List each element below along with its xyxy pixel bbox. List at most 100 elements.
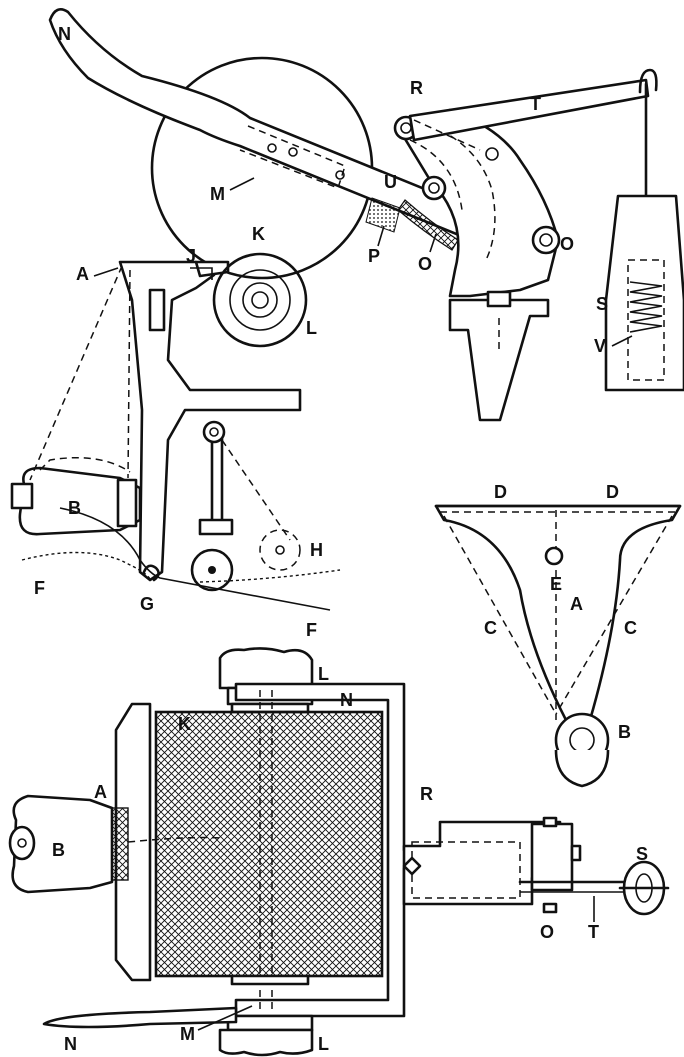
label-e: E bbox=[550, 574, 562, 594]
label-c-right: C bbox=[624, 618, 637, 638]
dashed-guide-2 bbox=[127, 269, 131, 479]
label-s-top: S bbox=[596, 294, 608, 314]
bracket-stud-inner bbox=[428, 182, 440, 194]
lever-n-dashed-plate bbox=[239, 125, 346, 189]
plan-block-side bbox=[570, 844, 582, 862]
label-j: J bbox=[186, 246, 196, 266]
label-n-plan-bottom: N bbox=[64, 1034, 77, 1054]
label-r-top: R bbox=[410, 78, 423, 98]
guide-wheel-hub bbox=[208, 566, 216, 574]
plan-bobbin-end bbox=[8, 825, 36, 861]
label-h: H bbox=[310, 540, 323, 560]
leader-a-top bbox=[93, 267, 119, 277]
label-l-top: L bbox=[306, 318, 317, 338]
thread-c-right bbox=[555, 515, 673, 715]
label-o-top-2: O bbox=[560, 234, 574, 254]
end-view bbox=[434, 504, 682, 788]
roller-l-outer bbox=[212, 252, 308, 348]
plan-bobbin-windings bbox=[111, 807, 129, 881]
guide-pivot-inner bbox=[209, 427, 219, 437]
guide-pivot bbox=[202, 420, 226, 444]
spring-v bbox=[629, 281, 663, 333]
plan-bracket-dashed bbox=[411, 841, 521, 899]
weight-s bbox=[604, 194, 684, 392]
label-t-plan: T bbox=[588, 922, 599, 942]
label-l-plan-bottom: L bbox=[318, 1034, 329, 1054]
label-k-plan: K bbox=[178, 714, 191, 734]
label-a-end: A bbox=[570, 594, 583, 614]
bracket-hole bbox=[485, 147, 499, 161]
side-elevation-view bbox=[10, 8, 684, 611]
label-t-top: T bbox=[530, 94, 541, 114]
label-v: V bbox=[594, 336, 606, 356]
end-frame-a bbox=[434, 504, 682, 722]
label-p: P bbox=[368, 246, 380, 266]
leader-m-plan bbox=[197, 1005, 253, 1031]
label-b-plan: B bbox=[52, 840, 65, 860]
plan-diamond bbox=[402, 856, 422, 876]
roller-l-core bbox=[251, 291, 269, 309]
bracket-nut bbox=[486, 290, 512, 308]
leader-m-top bbox=[229, 177, 255, 191]
bobbin-flange bbox=[116, 478, 138, 528]
plan-roller-l-bottom bbox=[218, 1028, 314, 1057]
label-s-plan: S bbox=[636, 844, 648, 864]
thread-f bbox=[59, 507, 331, 611]
leader-o-1 bbox=[429, 233, 437, 253]
brake-shoe-u bbox=[397, 199, 459, 251]
end-hole-e bbox=[544, 546, 564, 566]
roller-l-mid bbox=[229, 269, 291, 331]
label-g: G bbox=[140, 594, 154, 614]
dashed-arm-h bbox=[221, 439, 291, 541]
label-c-left: C bbox=[484, 618, 497, 638]
roller-l-inner bbox=[242, 282, 278, 318]
plan-thread-dashed bbox=[127, 836, 223, 843]
bracket-base bbox=[448, 298, 550, 422]
thread-c-left bbox=[443, 515, 557, 715]
pivot-o-inner bbox=[539, 233, 553, 247]
plan-roller-neck-bottom bbox=[226, 1014, 314, 1032]
guide-slider bbox=[198, 518, 234, 536]
clip-j-2 bbox=[190, 267, 213, 280]
label-o-top-1: O bbox=[418, 254, 432, 274]
dashed-guide-1 bbox=[29, 265, 123, 481]
guide-arm bbox=[210, 430, 224, 522]
brake-block-p bbox=[365, 197, 401, 233]
plan-block-o bbox=[530, 822, 574, 892]
label-m-plan: M bbox=[180, 1024, 195, 1044]
bracket-stud bbox=[421, 175, 447, 201]
label-o-plan: O bbox=[540, 922, 554, 942]
bracket-o-inner-dashed bbox=[439, 129, 496, 261]
label-l-plan-top: L bbox=[318, 664, 329, 684]
plan-block-pin-bottom bbox=[542, 902, 558, 914]
plan-roller-collar-bottom bbox=[230, 974, 310, 986]
plan-view bbox=[8, 647, 670, 1057]
plan-block-pin-top bbox=[542, 816, 558, 828]
pivot-o bbox=[531, 225, 561, 255]
frame-bolt bbox=[148, 288, 166, 332]
hook-g bbox=[142, 564, 160, 582]
lever-bolt-3 bbox=[335, 170, 345, 180]
link-r-dashed bbox=[413, 119, 481, 151]
labels: N R T M U K P O O A J L S V B H F G F D … bbox=[34, 24, 648, 1054]
label-d-left: D bbox=[494, 482, 507, 502]
lever-bolt-1 bbox=[267, 143, 277, 153]
label-m-top: M bbox=[210, 184, 225, 204]
label-f-left: F bbox=[34, 578, 45, 598]
bobbin-end bbox=[10, 482, 34, 510]
label-n-top: N bbox=[58, 24, 71, 44]
label-b-end: B bbox=[618, 722, 631, 742]
spring-housing bbox=[627, 259, 665, 381]
wheel-h bbox=[259, 529, 301, 571]
leader-p bbox=[377, 225, 385, 247]
bracket-o bbox=[394, 108, 560, 298]
plan-lever-n bbox=[42, 1006, 238, 1029]
label-a-top: A bbox=[76, 264, 89, 284]
bobbin-dash bbox=[39, 456, 131, 473]
leader-v bbox=[611, 335, 633, 347]
label-r-plan: R bbox=[420, 784, 433, 804]
hook-top bbox=[638, 68, 658, 94]
label-f-right: F bbox=[306, 620, 317, 640]
wheel-h-hub bbox=[275, 545, 285, 555]
